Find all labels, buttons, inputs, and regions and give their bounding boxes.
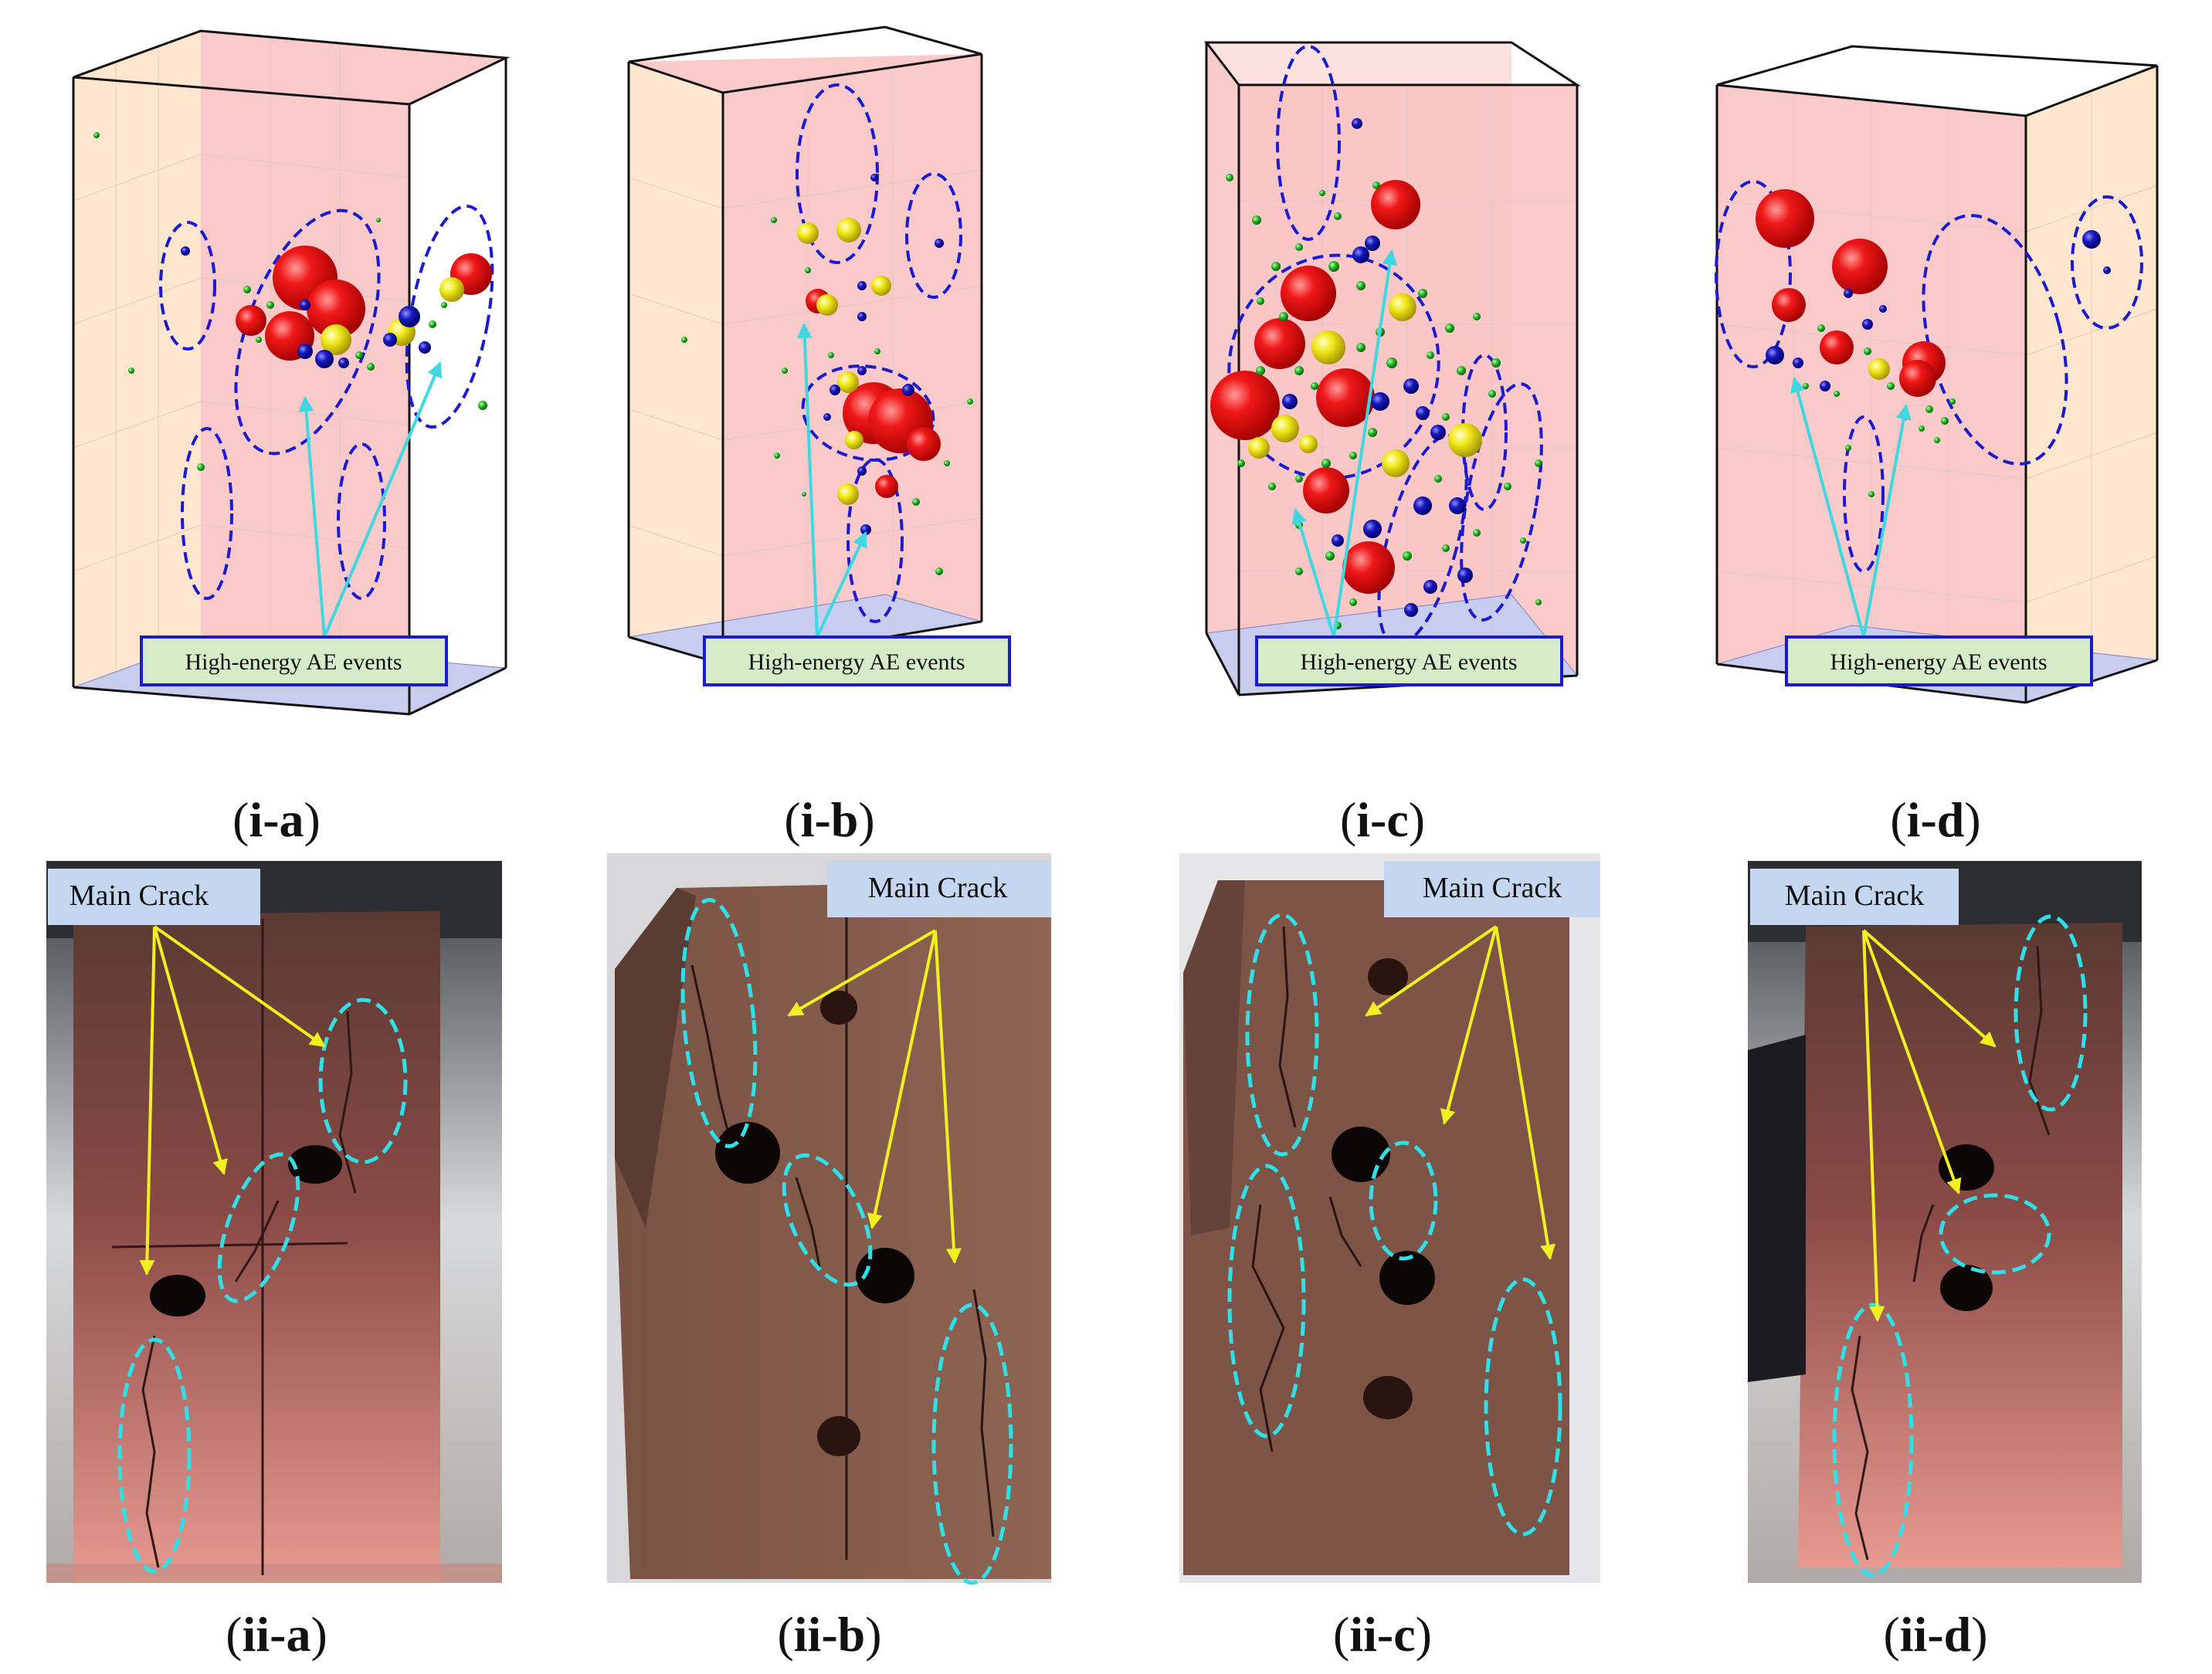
specimen-photo-b: Main Crack	[607, 853, 1051, 1585]
crack-callout-text: Main Crack	[1423, 872, 1562, 904]
panel-a: High-energy AE events	[0, 0, 553, 1674]
ae-callout-d: High-energy AE events	[1785, 635, 2093, 686]
crack-callout-c: Main Crack	[1384, 861, 1600, 917]
label-i-a: (i-a)	[232, 792, 321, 847]
panel-c-graphics: High-energy AE events	[1179, 41, 1600, 1583]
ae-callout-text: High-energy AE events	[1830, 649, 2047, 675]
crack-callout-text: Main Crack	[1785, 879, 1924, 912]
specimen-photo-d: Main Crack	[1748, 861, 2142, 1583]
specimen-photo-c: Main Crack	[1179, 853, 1600, 1583]
panel-b: High-energy AE events	[553, 0, 1106, 1674]
ae-callout-text: High-energy AE events	[185, 649, 402, 675]
label-ii-c: (ii-c)	[1333, 1607, 1432, 1662]
ae-callout-text: High-energy AE events	[748, 649, 965, 675]
panel-d: High-energy AE events	[1659, 0, 2212, 1674]
specimen-photo-a: Main Crack	[46, 861, 502, 1583]
label-i-c: (i-c)	[1339, 792, 1426, 847]
ae-3d-plot-c: High-energy AE events	[1203, 41, 1582, 696]
crack-callout-text: Main Crack	[70, 879, 209, 912]
crack-callout-text: Main Crack	[868, 872, 1007, 904]
ae-callout-text: High-energy AE events	[1300, 649, 1517, 675]
label-i-d: (i-d)	[1890, 792, 1981, 847]
label-ii-a: (ii-a)	[226, 1607, 327, 1662]
label-i-b: (i-b)	[784, 792, 875, 847]
ae-3d-plot-d: High-energy AE events	[1715, 45, 2159, 704]
ae-callout-b: High-energy AE events	[703, 635, 1011, 686]
ae-3d-plot-b: High-energy AE events	[627, 25, 1011, 686]
crack-callout-d: Main Crack	[1750, 869, 1959, 925]
ae-callout-c: High-energy AE events	[1255, 635, 1563, 686]
crack-callout-b: Main Crack	[827, 861, 1051, 917]
ae-3d-plot-a: High-energy AE events	[72, 29, 511, 716]
panel-b-graphics: High-energy AE events	[607, 25, 1051, 1585]
crack-callout-a: Main Crack	[48, 869, 260, 925]
panel-d-graphics: High-energy AE events	[1715, 45, 2159, 1583]
ae-callout-a: High-energy AE events	[140, 635, 448, 686]
label-ii-d: (ii-d)	[1883, 1607, 1988, 1662]
label-ii-b: (ii-b)	[777, 1607, 882, 1662]
panel-a-graphics: High-energy AE events	[46, 29, 511, 1583]
panel-c: High-energy AE events	[1106, 0, 1659, 1674]
